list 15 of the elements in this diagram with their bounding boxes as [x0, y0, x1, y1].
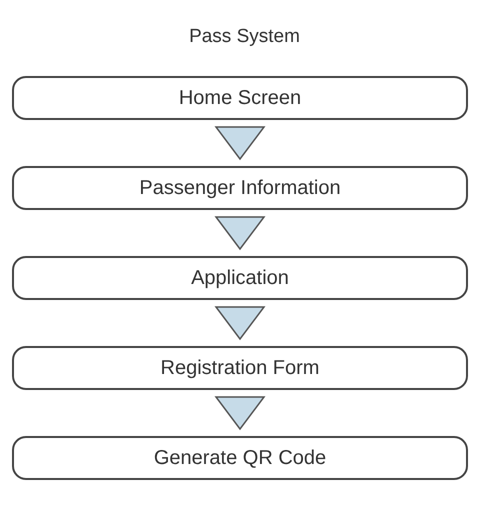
process-box	[12, 166, 468, 210]
process-box	[12, 436, 468, 480]
arrow	[214, 216, 266, 250]
process-box	[12, 346, 468, 390]
box-label: Home Screen	[178, 86, 302, 110]
process-box	[12, 256, 468, 300]
diagram-title: Pass System	[189, 26, 300, 47]
box-label: Generate QR Code	[154, 446, 326, 470]
box-label: Application	[191, 266, 289, 290]
arrow	[214, 126, 266, 160]
arrow	[214, 396, 266, 430]
box-label: Passenger Information	[139, 176, 341, 200]
arrow	[214, 306, 266, 340]
process-box	[12, 76, 468, 120]
box-label: Registration Form	[160, 356, 320, 380]
